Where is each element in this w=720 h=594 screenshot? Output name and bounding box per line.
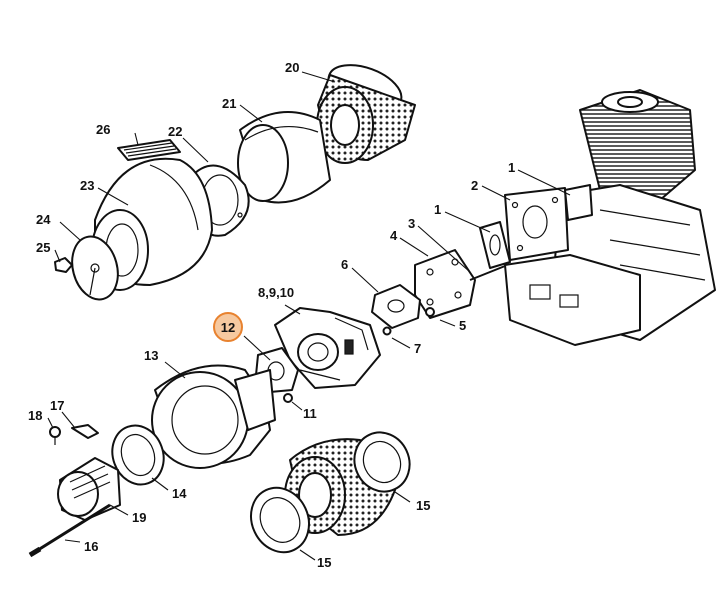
callout-15-right: 15 xyxy=(416,498,430,513)
part-1-gasket-upper xyxy=(564,184,593,221)
callout-labels: 20 21 26 22 23 24 25 1 2 1 3 4 6 8,9,10 … xyxy=(28,60,515,570)
part-18-screw xyxy=(49,426,61,445)
part-8-9-10-carburetor xyxy=(274,307,381,389)
callout-23: 23 xyxy=(80,178,94,193)
callout-3: 3 xyxy=(408,216,415,231)
part-16-long-rod xyxy=(28,503,111,558)
callout-12: 12 xyxy=(221,320,235,335)
callout-13: 13 xyxy=(144,348,158,363)
callout-24: 24 xyxy=(36,212,51,227)
callout-15-bottom: 15 xyxy=(317,555,331,570)
callout-1b: 1 xyxy=(434,202,441,217)
part-1-gasket-lower xyxy=(479,221,511,269)
part-15-gasket-right xyxy=(353,431,411,493)
callout-6: 6 xyxy=(341,257,348,272)
callout-12-highlight[interactable]: 12 xyxy=(213,312,243,342)
part-4-intake-block xyxy=(414,249,476,319)
part-5-screw xyxy=(425,307,435,317)
part-21-filter-sleeve xyxy=(237,111,331,204)
leader-lines xyxy=(47,71,571,561)
callout-2: 2 xyxy=(471,178,478,193)
callout-21: 21 xyxy=(222,96,236,111)
part-13-intake-housing xyxy=(151,364,276,469)
callout-7: 7 xyxy=(414,341,421,356)
part-6-gasket xyxy=(371,284,421,329)
callout-20: 20 xyxy=(285,60,299,75)
part-20-air-filter-mesh xyxy=(316,64,416,164)
callout-11: 11 xyxy=(303,406,317,421)
callout-22: 22 xyxy=(168,124,182,139)
callout-5: 5 xyxy=(459,318,466,333)
part-15-gasket-left xyxy=(250,486,310,554)
part-26-label-plate xyxy=(117,139,181,161)
part-11-nut xyxy=(283,393,293,403)
part-17-clamp xyxy=(71,424,99,439)
part-19-filter-element xyxy=(57,457,121,521)
callout-1a: 1 xyxy=(508,160,515,175)
callout-16: 16 xyxy=(84,539,98,554)
callout-17: 17 xyxy=(50,398,64,413)
callout-4: 4 xyxy=(390,228,398,243)
part-25-wing-nut xyxy=(54,257,73,273)
highlight-circle xyxy=(213,312,243,342)
callout-14: 14 xyxy=(172,486,187,501)
callout-8-9-10: 8,9,10 xyxy=(258,285,294,300)
callout-25: 25 xyxy=(36,240,50,255)
part-2-flange-plate xyxy=(504,187,569,261)
callout-19: 19 xyxy=(132,510,146,525)
part-3-stud xyxy=(469,265,506,281)
engine-block xyxy=(504,89,716,346)
part-14-gasket-ring xyxy=(111,424,165,486)
callout-26: 26 xyxy=(96,122,110,137)
callout-18: 18 xyxy=(28,408,42,423)
part-24-cover-plate xyxy=(71,235,119,301)
part-7-spacer xyxy=(382,326,392,336)
